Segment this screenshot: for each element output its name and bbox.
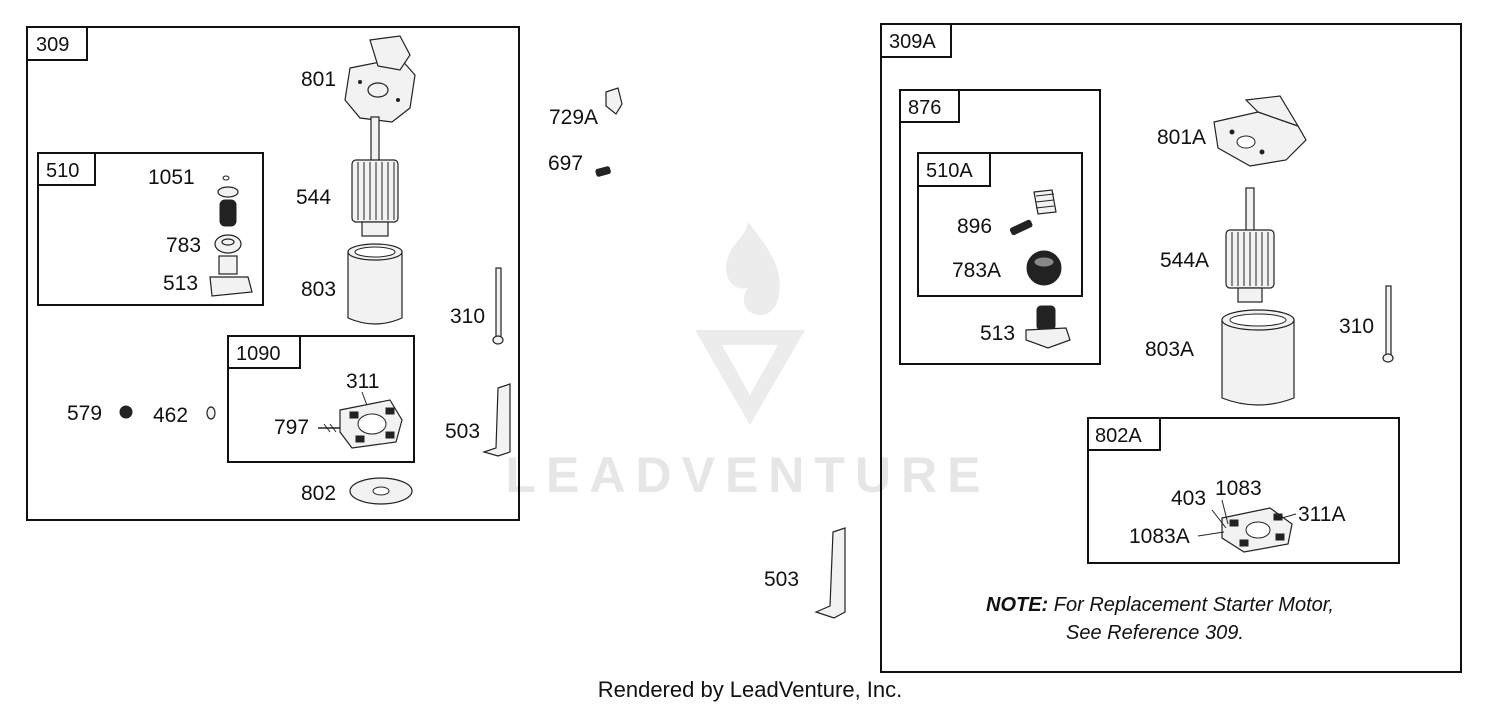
callout-503-bottom: 503 xyxy=(764,568,799,591)
part-797-brush xyxy=(318,423,340,433)
note-line-2: See Reference 309. xyxy=(1066,622,1244,644)
box-label-1090-frame xyxy=(227,335,301,369)
part-310-through-bolt-right xyxy=(1382,285,1394,363)
part-803-housing xyxy=(347,243,403,325)
callout-311A: 311A xyxy=(1298,503,1346,526)
part-801A-end-cap xyxy=(1213,95,1307,167)
part-783-gear xyxy=(214,186,242,254)
box-label-510: 510 xyxy=(46,160,79,182)
note-line-1-text: For Replacement Starter Motor, xyxy=(1048,594,1334,616)
callout-797: 797 xyxy=(274,416,309,439)
callout-783: 783 xyxy=(166,234,201,257)
callout-310-left: 310 xyxy=(450,305,485,328)
note-line-1: NOTE: For Replacement Starter Motor, xyxy=(986,594,1334,616)
box-label-510A: 510A xyxy=(926,160,973,182)
box-label-309A-frame xyxy=(880,23,952,58)
callout-462: 462 xyxy=(153,404,188,427)
part-783A-gear xyxy=(1026,250,1062,286)
callout-leaders-802A xyxy=(1197,499,1297,537)
box-label-802A-frame xyxy=(1087,417,1161,451)
kit-510-frame xyxy=(37,152,264,306)
watermark-text: LEADVENTURE xyxy=(505,447,990,503)
kit-802A-frame xyxy=(1087,417,1400,564)
part-802-end-plate xyxy=(349,477,413,505)
callout-783A: 783A xyxy=(952,259,1001,282)
kit-876-frame xyxy=(899,89,1101,365)
box-label-1090: 1090 xyxy=(236,343,281,365)
callout-896: 896 xyxy=(957,215,992,238)
v-logo-icon xyxy=(695,330,805,425)
callout-801A: 801A xyxy=(1157,126,1206,149)
callout-1051: 1051 xyxy=(148,166,195,189)
box-label-309: 309 xyxy=(36,34,69,56)
assembly-309A-frame xyxy=(880,23,1462,673)
part-462-washer xyxy=(206,406,216,420)
callout-503-left: 503 xyxy=(445,420,480,443)
callout-801: 801 xyxy=(301,68,336,91)
callout-579: 579 xyxy=(67,402,102,425)
part-544A-armature xyxy=(1225,187,1275,303)
part-310-through-bolt xyxy=(492,267,504,345)
box-label-876: 876 xyxy=(908,97,941,119)
note-bold: NOTE: xyxy=(986,594,1048,616)
part-801-end-cap xyxy=(344,35,416,123)
part-311A-brush-plate xyxy=(1221,507,1293,553)
kit-510A-frame xyxy=(917,152,1083,297)
part-697-screw xyxy=(595,166,611,177)
callout-403: 403 xyxy=(1171,487,1206,510)
part-spring-cap xyxy=(1033,189,1057,215)
callout-310-right: 310 xyxy=(1339,315,1374,338)
callout-729A: 729A xyxy=(549,106,598,129)
part-544-armature xyxy=(351,116,399,237)
part-503-bracket-left xyxy=(481,383,511,457)
part-503-bracket-bottom xyxy=(814,527,846,619)
part-579-nut xyxy=(119,405,133,419)
callout-803A: 803A xyxy=(1145,338,1194,361)
box-label-309-frame xyxy=(26,26,88,61)
footer-credit: Rendered by LeadVenture, Inc. xyxy=(598,677,903,702)
callout-311: 311 xyxy=(346,370,379,393)
part-803A-housing xyxy=(1221,309,1295,406)
kit-1090-frame xyxy=(227,335,415,463)
callout-1083A: 1083A xyxy=(1129,525,1190,548)
callout-803: 803 xyxy=(301,278,336,301)
box-label-876-frame xyxy=(899,89,960,123)
callout-802: 802 xyxy=(301,482,336,505)
callout-544A: 544A xyxy=(1160,249,1209,272)
part-896-pin xyxy=(1009,219,1033,236)
part-311-brush-plate xyxy=(339,399,403,449)
box-label-802A: 802A xyxy=(1095,425,1142,447)
part-729A-clip xyxy=(605,87,623,115)
part-1051-ring xyxy=(222,175,230,181)
box-label-309A: 309A xyxy=(889,31,936,53)
part-513-drive xyxy=(209,255,253,297)
callout-697: 697 xyxy=(548,152,583,175)
part-513-drive-right xyxy=(1025,305,1071,349)
box-label-510-frame xyxy=(37,152,96,186)
callout-1083: 1083 xyxy=(1215,477,1262,500)
leadventure-watermark: LEADVENTURE xyxy=(505,222,990,503)
flame-logo-icon xyxy=(726,222,780,316)
callout-544: 544 xyxy=(296,186,331,209)
callout-513: 513 xyxy=(163,272,198,295)
callout-513-right: 513 xyxy=(980,322,1015,345)
assembly-309-frame xyxy=(26,26,520,521)
box-label-510A-frame xyxy=(917,152,991,187)
